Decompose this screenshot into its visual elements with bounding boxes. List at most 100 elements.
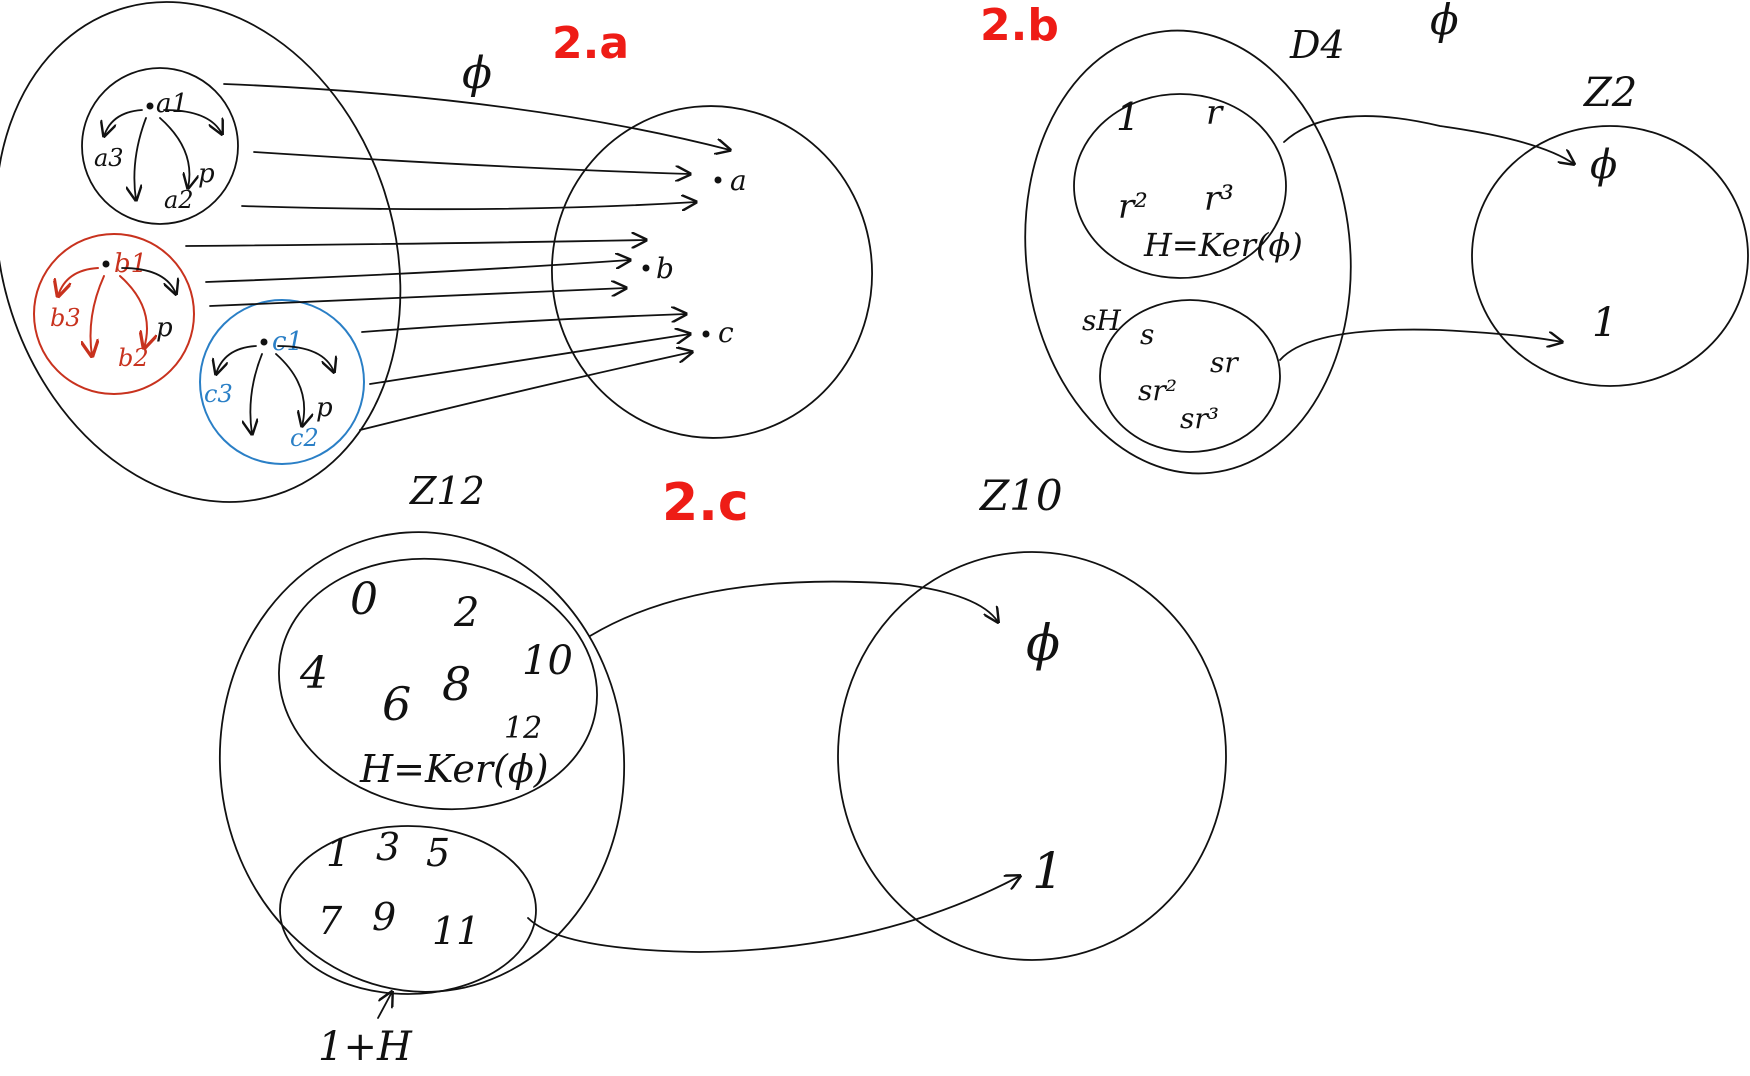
section-a: 2.a ϕ a1 a3 a2 p b1 b3 b2 p bbox=[0, 1, 873, 503]
section-c-codomain-set bbox=[837, 551, 1227, 961]
orbit-c-circle bbox=[199, 299, 365, 465]
orbit-c-arrow-down-right bbox=[275, 353, 304, 426]
orbit-b-arrow-right bbox=[121, 267, 176, 294]
orbit-a-arrow-right bbox=[163, 109, 222, 134]
orbit-b: b1 b3 b2 p bbox=[33, 233, 195, 395]
coset-c-name: 1+H bbox=[318, 1024, 413, 1070]
kernel-b-element-3: r² bbox=[1118, 187, 1148, 227]
map-arrow-c2-c bbox=[369, 334, 690, 385]
orbit-c-top: c1 bbox=[272, 327, 303, 357]
coset-c-element-2: 3 bbox=[376, 825, 400, 869]
orbit-c-arrow-down-left bbox=[250, 353, 263, 434]
orbit-c-arrow-left bbox=[216, 345, 257, 374]
target-a-point bbox=[714, 176, 722, 184]
section-a-label: 2.a bbox=[552, 18, 629, 69]
kernel-b-name: H=Ker(ϕ) bbox=[1143, 226, 1303, 264]
section-a-domain-set bbox=[0, 1, 402, 503]
orbit-a-arrow-down-left bbox=[134, 117, 147, 200]
section-b-arrow-kernel-to-phi bbox=[1283, 115, 1574, 164]
orbit-b-top: b1 bbox=[114, 249, 147, 279]
orbit-a-bottom: a2 bbox=[164, 186, 194, 214]
map-arrow-b1-b bbox=[185, 240, 646, 246]
section-c-arrow-coset-to-1 bbox=[527, 876, 1020, 953]
section-c-label: 2.c bbox=[662, 473, 749, 533]
orbit-c-bottom: c2 bbox=[290, 424, 319, 452]
section-a-map-symbol: ϕ bbox=[462, 48, 492, 99]
coset-c-element-3: 5 bbox=[426, 831, 450, 875]
kernel-c-name: H=Ker(ϕ) bbox=[359, 747, 549, 791]
orbit-b-circle bbox=[33, 233, 195, 395]
map-arrow-c3-c bbox=[359, 352, 692, 431]
orbit-a-arrow-down-right bbox=[159, 117, 189, 188]
orbit-c-arrow-right bbox=[277, 345, 334, 372]
section-b-kernel-set bbox=[1073, 93, 1287, 279]
orbit-a: a1 a3 a2 p bbox=[81, 67, 239, 225]
orbit-a-left: a3 bbox=[94, 144, 124, 172]
kernel-c-element-6: 10 bbox=[522, 638, 573, 684]
map-arrow-b3-b bbox=[209, 288, 626, 307]
orbit-c: c1 c3 c2 p bbox=[199, 299, 365, 465]
section-b: 2.b D4 ϕ Z2 1 r r² r³ H=Ker(ϕ) sH s sr s… bbox=[980, 0, 1749, 475]
section-c-target-phi: ϕ bbox=[1026, 614, 1060, 672]
map-arrow-a1-a bbox=[223, 83, 730, 150]
orbit-b-arrow-down-left bbox=[91, 275, 105, 356]
target-b-label: b bbox=[656, 252, 674, 285]
section-c: 2.c Z12 Z10 0 2 4 6 8 10 12 H=Ker(ϕ) 1 3… bbox=[218, 469, 1227, 1070]
kernel-c-element-7: 12 bbox=[504, 711, 542, 746]
map-arrow-c1-c bbox=[361, 314, 686, 333]
section-b-arrow-coset-to-1 bbox=[1279, 328, 1562, 361]
orbit-a-top: a1 bbox=[156, 89, 188, 119]
section-b-domain-set bbox=[1024, 29, 1352, 475]
target-c-label: c bbox=[718, 316, 734, 349]
kernel-b-element-4: r³ bbox=[1204, 179, 1234, 219]
target-b-point bbox=[642, 264, 650, 272]
kernel-b-element-1: 1 bbox=[1116, 95, 1140, 139]
section-b-codomain-set bbox=[1471, 125, 1749, 387]
map-arrow-a2-a bbox=[253, 151, 690, 174]
section-c-arrow-kernel-to-phi bbox=[589, 580, 998, 637]
section-b-codomain-label: Z2 bbox=[1582, 70, 1637, 116]
orbit-b-left: b3 bbox=[50, 304, 81, 332]
section-b-target-1: 1 bbox=[1592, 300, 1617, 346]
coset-c-element-5: 9 bbox=[372, 895, 396, 939]
section-c-target-1: 1 bbox=[1032, 842, 1064, 900]
section-a-codomain-set bbox=[551, 105, 873, 439]
kernel-b-element-2: r bbox=[1206, 93, 1224, 133]
orbit-b-point bbox=[102, 260, 110, 268]
coset-c-element-6: 11 bbox=[432, 909, 480, 953]
section-b-domain-label: D4 bbox=[1289, 23, 1345, 67]
orbit-c-point bbox=[260, 338, 268, 346]
orbit-b-arrow-left bbox=[58, 267, 99, 296]
coset-c-name-arrow bbox=[377, 992, 392, 1019]
coset-b-element-3: sr² bbox=[1138, 374, 1177, 407]
orbit-c-arrow-label: p bbox=[316, 393, 333, 423]
orbit-a-circle bbox=[81, 67, 239, 225]
section-c-coset-set bbox=[279, 825, 537, 995]
section-c-kernel-set bbox=[278, 557, 598, 811]
orbit-b-arrow-label: p bbox=[156, 313, 173, 343]
coset-c-element-1: 1 bbox=[326, 831, 350, 875]
section-b-coset-set bbox=[1099, 299, 1281, 453]
section-b-target-phi: ϕ bbox=[1590, 142, 1617, 188]
section-b-map-symbol: ϕ bbox=[1430, 0, 1459, 44]
section-c-domain-label: Z12 bbox=[409, 469, 485, 513]
orbit-b-arrow-down-right bbox=[119, 275, 147, 348]
kernel-c-element-5: 8 bbox=[442, 657, 471, 711]
map-arrow-a3-a bbox=[241, 202, 696, 209]
section-c-codomain-label: Z10 bbox=[978, 471, 1063, 520]
coset-b-element-2: sr bbox=[1210, 346, 1239, 379]
coset-c-element-4: 7 bbox=[318, 899, 343, 943]
kernel-c-element-3: 4 bbox=[299, 648, 328, 699]
coset-b-element-4: sr³ bbox=[1180, 402, 1219, 435]
map-arrow-b2-b bbox=[205, 260, 630, 283]
target-a-label: a bbox=[730, 164, 747, 197]
kernel-c-element-4: 6 bbox=[382, 677, 411, 731]
orbit-a-point bbox=[146, 102, 154, 110]
section-b-label: 2.b bbox=[980, 0, 1059, 51]
orbit-a-arrow-left bbox=[104, 109, 143, 136]
kernel-c-element-1: 0 bbox=[350, 574, 378, 625]
coset-b-name: sH bbox=[1082, 304, 1121, 337]
kernel-c-element-2: 2 bbox=[453, 590, 479, 636]
coset-b-element-1: s bbox=[1140, 318, 1154, 351]
